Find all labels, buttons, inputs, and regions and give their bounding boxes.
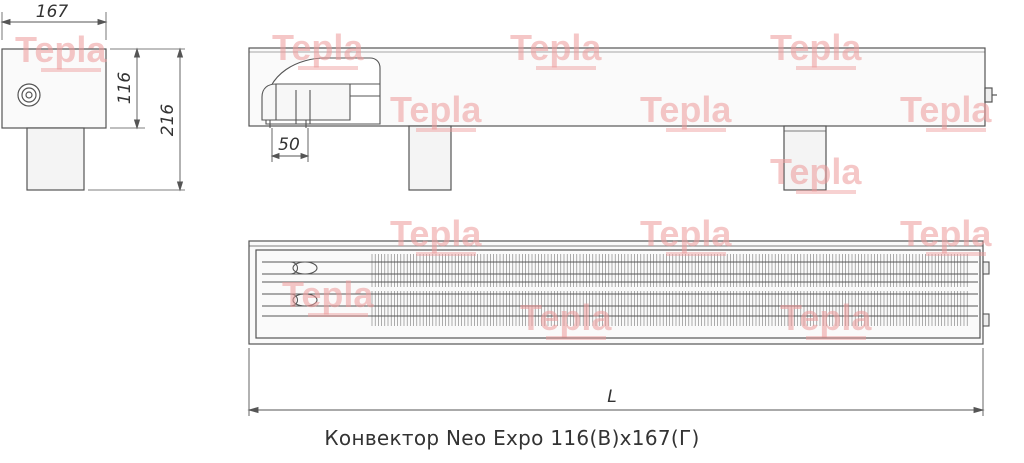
watermark-logo: Tepla (780, 297, 872, 338)
watermark-logo: Tepla (510, 27, 602, 68)
watermark-underline (666, 252, 726, 256)
width-dimension (0, 18, 108, 26)
heat-exchanger-tubes (262, 261, 978, 317)
connection-dimension (270, 128, 310, 162)
watermark-underline (796, 66, 856, 70)
watermark-logo: Tepla (640, 89, 732, 130)
watermark-underline (926, 128, 986, 132)
drawing-caption: Конвектор Neo Expo 116(В)х167(Г) (324, 426, 700, 450)
length-dimension (247, 348, 985, 416)
watermark-logo: Tepla (15, 29, 107, 70)
total-height-label: 216 (158, 104, 178, 137)
watermark-underline (806, 336, 866, 340)
watermark-underline (416, 252, 476, 256)
watermark-logo: Tepla (272, 27, 364, 68)
watermark-logo: Tepla (282, 274, 374, 315)
watermark-underline (796, 190, 856, 194)
watermark-logo: Tepla (390, 213, 482, 254)
watermark-logo: Tepla (640, 213, 732, 254)
watermark-logo: Tepla (900, 213, 992, 254)
watermark-logo: Tepla (770, 27, 862, 68)
length-dimension-label: L (607, 387, 616, 407)
width-dimension-label: 167 (36, 2, 69, 22)
watermark-underline (308, 313, 368, 317)
connection-node-icon (261, 57, 381, 128)
watermark-logo: Tepla (900, 89, 992, 130)
watermark-underline (546, 336, 606, 340)
watermark-underline (926, 252, 986, 256)
watermark-underline (536, 66, 596, 70)
watermark-logo: Tepla (390, 89, 482, 130)
tube-bend-icon (262, 261, 318, 307)
pipe-connection-icon (17, 83, 41, 107)
watermark-underline (416, 128, 476, 132)
watermark-logo: Tepla (520, 297, 612, 338)
watermark-underline (298, 66, 358, 70)
watermark-underline (666, 128, 726, 132)
connection-dimension-label: 50 (278, 135, 300, 155)
side-view (1, 12, 185, 191)
watermark-logo: Tepla (770, 151, 862, 192)
end-valve-icon (982, 261, 990, 327)
body-height-label: 116 (115, 72, 135, 105)
watermark-underline (41, 68, 101, 72)
body-height-dimension (133, 47, 141, 130)
total-height-dimension (176, 47, 184, 192)
top-view (248, 240, 984, 345)
